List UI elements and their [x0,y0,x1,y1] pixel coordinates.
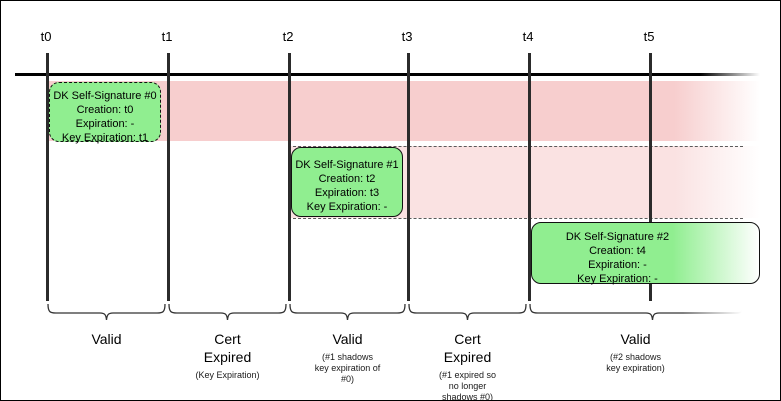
tick-label-t1: t1 [161,29,173,44]
period-2-note-line1: (#1 shadows [321,352,374,362]
tick-label-t4: t4 [522,29,534,44]
signature-2-key-expiration: Key Expiration: - [577,273,658,285]
signature-box-1: DK Self-Signature #1 Creation: t2 Expira… [291,147,403,217]
period-3-note-line2: no longer [448,381,487,391]
tick-line-t2 [288,53,291,301]
validity-band-sig0 [46,81,760,141]
brace-period-4 [528,304,743,320]
validity-band-sig1-bottom-edge [288,218,743,219]
signature-0-title: DK Self-Signature #0 [53,90,157,102]
tick-label-t0: t0 [40,29,52,44]
period-3-title-line1: Cert [454,331,481,347]
period-2-note-line2: key expiration of [314,363,381,373]
signature-0-key-expiration: Key Expiration: t1 [61,132,149,144]
signature-0-expiration: Expiration: - [75,118,135,130]
tick-label-t5: t5 [643,29,655,44]
period-0-title: Valid [91,331,122,347]
signature-box-2: DK Self-Signature #2 Creation: t4 Expira… [531,222,760,285]
period-label-1: Cert Expired (Key Expiration) [167,329,288,381]
tick-line-t3 [407,53,410,301]
tick-label-t3: t3 [401,29,413,44]
signature-2-expiration: Expiration: - [588,259,647,271]
period-label-4: Valid (#2 shadows key expiration) [528,329,743,374]
brace-period-1 [167,304,288,320]
period-4-title: Valid [620,331,651,347]
signature-0-creation: Creation: t0 [76,104,134,116]
period-1-title-line1: Cert [214,331,241,347]
brace-period-2 [288,304,407,320]
validity-band-sig1-top-edge [288,146,743,147]
brace-period-3 [407,304,528,320]
signature-1-title: DK Self-Signature #1 [295,159,399,171]
signature-1-creation: Creation: t2 [318,173,376,185]
tick-line-t4 [528,53,531,301]
period-3-note-line1: (#1 expired so [438,370,497,380]
tick-label-t2: t2 [282,29,294,44]
period-1-title-line2: Expired [203,349,252,365]
timeline-axis [15,73,760,76]
signature-box-0: DK Self-Signature #0 Creation: t0 Expira… [49,82,161,144]
period-label-3: Cert Expired (#1 expired so no longer sh… [407,329,528,401]
signature-1-key-expiration: Key Expiration: - [306,201,388,213]
period-4-note-line1: (#2 shadows [609,352,662,362]
period-label-0: Valid [46,329,167,347]
brace-period-0 [46,304,167,320]
tick-line-t5 [649,53,652,301]
tick-line-t1 [167,53,170,301]
signature-2-creation: Creation: t4 [589,245,646,257]
period-2-title: Valid [332,331,363,347]
period-3-note-line3: shadows #0) [441,392,494,401]
period-3-title-line2: Expired [443,349,492,365]
period-label-2: Valid (#1 shadows key expiration of #0) [288,329,407,385]
signature-2-title: DK Self-Signature #2 [565,231,670,243]
period-2-note-line3: #0) [340,374,354,384]
signature-1-expiration: Expiration: t3 [314,187,380,199]
tick-line-t0 [46,53,49,301]
period-4-note-line2: key expiration) [606,363,665,373]
period-1-note: (Key Expiration) [195,370,260,380]
